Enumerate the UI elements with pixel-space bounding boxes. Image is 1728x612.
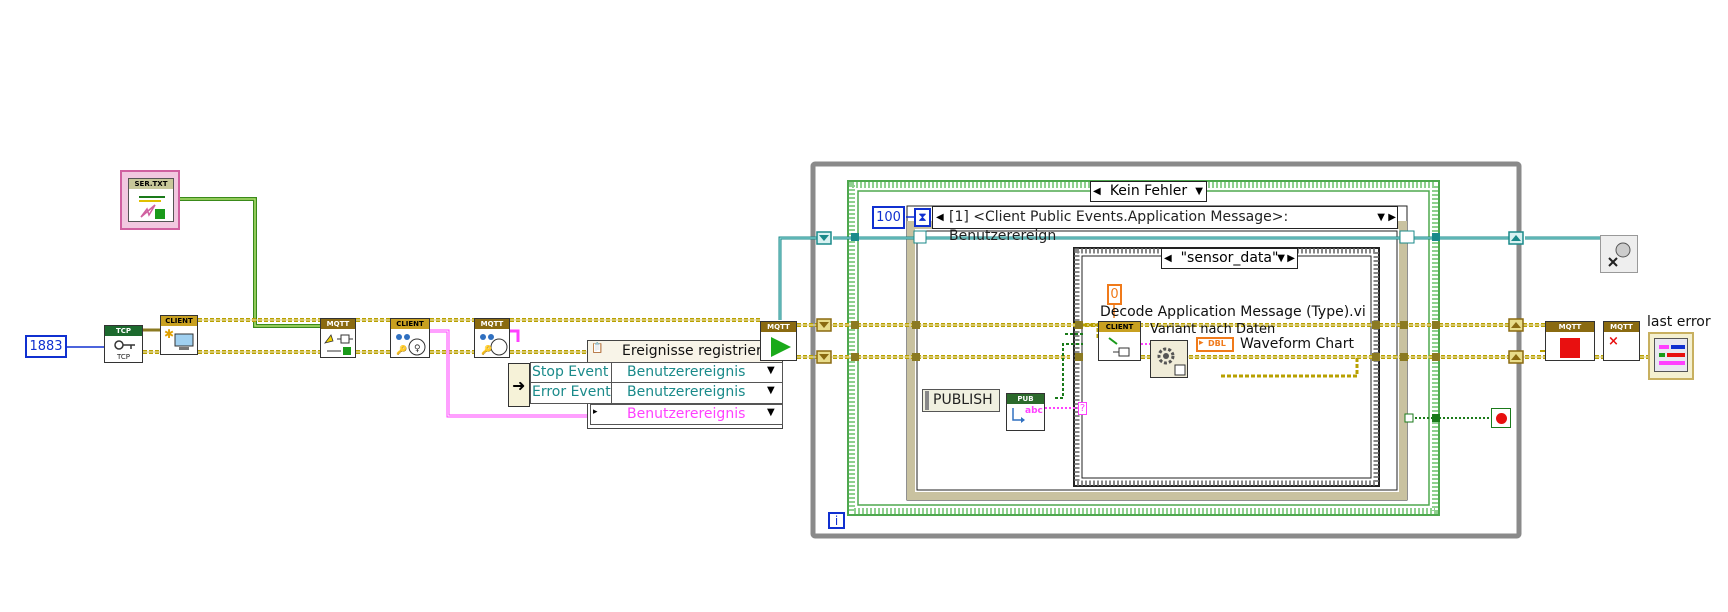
mqtt-close-vi[interactable]: MQTT × [1603, 321, 1640, 361]
abc-label: abc [1025, 406, 1043, 416]
inner-dropdown-icon[interactable]: ▼ [1277, 253, 1285, 264]
ser-txt-vi[interactable]: SER.TXT [120, 170, 180, 230]
dbl-arrow-icon: ▸ [1199, 338, 1204, 348]
error-event-label: Error Event [532, 384, 611, 400]
waveform-chart-label: Waveform Chart [1240, 336, 1354, 352]
zero-constant[interactable]: 0 [1107, 284, 1122, 305]
ser-txt-header: SER.TXT [129, 179, 173, 189]
decode-icon [1108, 337, 1130, 357]
tcp-connection-vi[interactable]: TCP TCP [104, 325, 143, 363]
mqtt-start-vi[interactable]: MQTT [760, 321, 797, 361]
configure-icon [324, 334, 353, 355]
mqtt-stop-vi[interactable]: MQTT [1545, 321, 1595, 361]
subscribe-icon: ♀ 🔑 [396, 334, 426, 356]
svg-text:♀: ♀ [414, 344, 421, 354]
iteration-terminal[interactable]: i [828, 512, 845, 529]
decode-header: CLIENT [1099, 322, 1140, 332]
error-case-selector[interactable]: ◀ Kein Fehler ▼ [1090, 181, 1207, 202]
pub-header: PUB [1007, 394, 1044, 404]
last-error-indicator[interactable] [1648, 332, 1694, 380]
event-dropdown-icon[interactable]: ▼ [1377, 212, 1385, 223]
port-constant[interactable]: 1883 [25, 335, 67, 358]
event-case-selector[interactable]: ◀ [1] <Client Public Events.Application … [932, 206, 1398, 244]
svg-text:🔑: 🔑 [396, 344, 407, 356]
event-row-stop[interactable]: Stop Event Benutzerereignis ▼ [530, 362, 783, 384]
close-icon: × [1608, 334, 1619, 349]
client-connect-vi[interactable]: CLIENT ♀ 🔑 [390, 318, 430, 358]
dropdown-arrow-icon[interactable]: ▼ [767, 407, 775, 418]
event-case-label: [1] <Client Public Events.Application Me… [949, 209, 1289, 244]
dropdown-arrow-icon[interactable]: ▼ [767, 385, 775, 396]
tcp-header: TCP [105, 326, 142, 336]
error-cluster-icon [1659, 345, 1685, 365]
mqtt-subscribe-vi[interactable]: MQTT 🔑 [474, 318, 510, 358]
key-icon [114, 340, 135, 350]
client-create-vi[interactable]: CLIENT ✱ [160, 315, 198, 355]
mqtt2-header: MQTT [475, 319, 509, 329]
event-row-user[interactable]: ▸ Benutzerereignis ▼ [590, 404, 783, 425]
computer-icon: ✱ [164, 328, 194, 350]
event-row-error[interactable]: Error Event Benutzerereignis ▼ [530, 383, 783, 404]
error-event-type: Benutzerereignis [627, 384, 746, 400]
question-tunnel[interactable]: ? [1078, 402, 1087, 415]
client-header: CLIENT [161, 316, 197, 326]
mqtt-header: MQTT [321, 319, 355, 329]
last-error-label: last error [1647, 314, 1711, 330]
hourglass-icon: ⧗ [914, 208, 931, 227]
event-register-icon: 🔑 [480, 334, 508, 356]
stop-square-icon [1560, 338, 1580, 358]
svg-text:✱: ✱ [164, 328, 174, 341]
variant-to-data-vi[interactable] [1150, 340, 1188, 378]
stop-event-label: Stop Event [532, 364, 609, 380]
error-case-label: Kein Fehler [1109, 183, 1188, 199]
while-loop-frame[interactable] [810, 161, 1522, 539]
event-increment-icon[interactable]: ▶ [1388, 212, 1396, 223]
dropdown-arrow-icon[interactable]: ▼ [767, 365, 775, 376]
unregister-icon [1608, 242, 1631, 267]
register-events-title: Ereignisse registriere [622, 343, 771, 359]
mqtt-configure-vi[interactable]: MQTT [320, 318, 356, 358]
string-convert-icon [1012, 408, 1025, 423]
arrow-right-icon: ➜ [512, 376, 526, 395]
mqtt-close-header: MQTT [1604, 322, 1639, 332]
sensor-case-label: "sensor_data" [1180, 250, 1279, 266]
publish-string-constant[interactable]: PUBLISH [922, 389, 1000, 412]
stop-event-type: Benutzerereignis [627, 364, 746, 380]
mqtt-start-header: MQTT [761, 322, 796, 332]
case-dropdown-icon[interactable]: ▼ [1195, 186, 1203, 197]
unregister-events-vi[interactable] [1600, 235, 1638, 273]
inner-decrement-icon[interactable]: ◀ [1164, 253, 1172, 264]
event-decrement-icon[interactable]: ◀ [936, 212, 944, 223]
decode-message-vi[interactable]: CLIENT [1098, 321, 1141, 361]
gear-icon [1157, 347, 1186, 376]
svg-text:🔑: 🔑 [481, 344, 492, 356]
event-registration-left-node[interactable]: ➜ [508, 363, 530, 407]
arrow-right-small-icon: ▸ [593, 407, 598, 417]
mqtt-stop-header: MQTT [1546, 322, 1594, 332]
stop-terminal[interactable] [1491, 408, 1511, 428]
play-icon [771, 337, 791, 357]
event-registration-table[interactable]: Stop Event Benutzerereignis ▼ Error Even… [530, 362, 783, 428]
sensor-case-selector[interactable]: ◀ "sensor_data" ▼ ▶ [1161, 248, 1298, 269]
publish-label: PUBLISH [933, 392, 993, 408]
register-events-icon: 📋 [591, 343, 604, 354]
inner-increment-icon[interactable]: ▶ [1287, 253, 1295, 264]
dbl-type-terminal[interactable]: ▸ DBL [1196, 337, 1234, 352]
timeout-constant[interactable]: 100 [872, 206, 905, 229]
variant-to-data-label: Variant nach Daten [1150, 322, 1276, 337]
tcp-sublabel: TCP [117, 353, 130, 361]
serialize-icon [139, 196, 165, 219]
client-connect-header: CLIENT [391, 319, 429, 329]
stop-circle-icon [1496, 413, 1507, 424]
user-event-type: Benutzerereignis [627, 406, 746, 422]
dbl-label: DBL [1208, 339, 1226, 348]
decode-vi-label: Decode Application Message (Type).vi [1100, 304, 1366, 320]
pub-type-vi[interactable]: PUB abc [1006, 393, 1045, 431]
decrement-arrow-icon[interactable]: ◀ [1093, 186, 1101, 197]
